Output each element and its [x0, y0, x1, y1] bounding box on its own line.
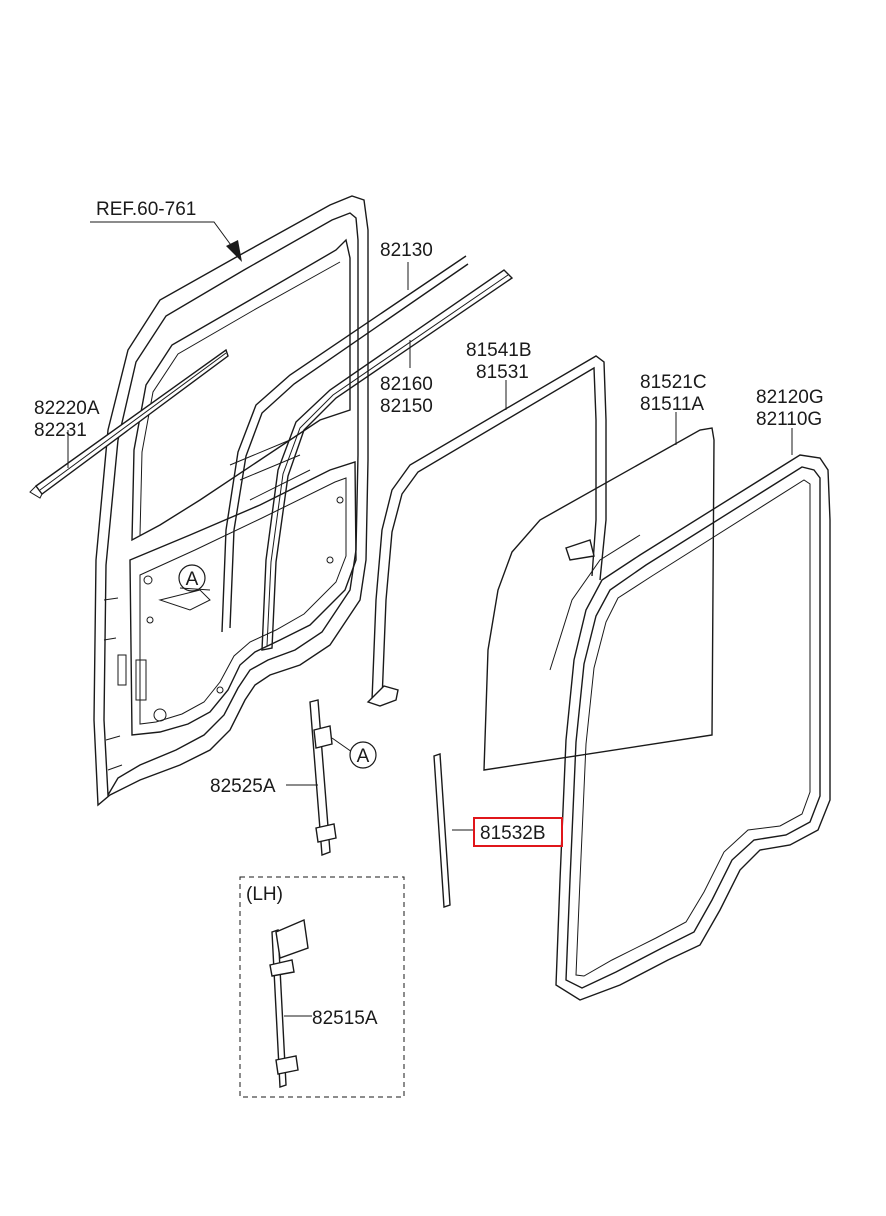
callout-a-rail-text: A	[357, 746, 370, 767]
label-82220A: 82220A	[34, 398, 100, 419]
label-82160: 82160	[380, 374, 433, 395]
label-82130: 82130	[380, 240, 433, 261]
lh-detail-box	[239, 876, 405, 1098]
label-82231: 82231	[34, 420, 87, 441]
label-81511A: 81511A	[640, 394, 704, 415]
label-82525A: 82525A	[210, 776, 276, 797]
label-82150: 82150	[380, 396, 433, 417]
door-glass-81521C	[483, 412, 715, 771]
label-lh: (LH)	[246, 884, 283, 905]
weatherstrip-82160	[261, 269, 514, 651]
label-82515A: 82515A	[312, 1008, 378, 1029]
glass-run-81541B	[366, 355, 607, 707]
regulator-rail-82525A	[286, 699, 353, 856]
callout-a-rail: A	[349, 741, 377, 769]
highlight-box-81532B	[473, 817, 563, 847]
label-81532B[interactable]: 81532B	[480, 823, 546, 844]
ref-arrow-icon	[226, 240, 242, 262]
belt-strip-82220A	[29, 348, 229, 499]
label-82110G: 82110G	[756, 409, 822, 430]
callout-a-door: A	[178, 564, 211, 592]
ref-label: REF.60-761	[96, 199, 196, 220]
callout-a-door-text: A	[186, 569, 199, 590]
door-seal-82120G	[555, 428, 831, 1001]
door-panel	[90, 195, 369, 807]
label-81521C: 81521C	[640, 372, 707, 393]
label-82120G: 82120G	[756, 387, 824, 408]
channel-strip-81532B	[433, 753, 474, 908]
label-81541B: 81541B	[466, 340, 532, 361]
label-81531: 81531	[476, 362, 529, 383]
weatherstrip-82130	[221, 255, 469, 633]
